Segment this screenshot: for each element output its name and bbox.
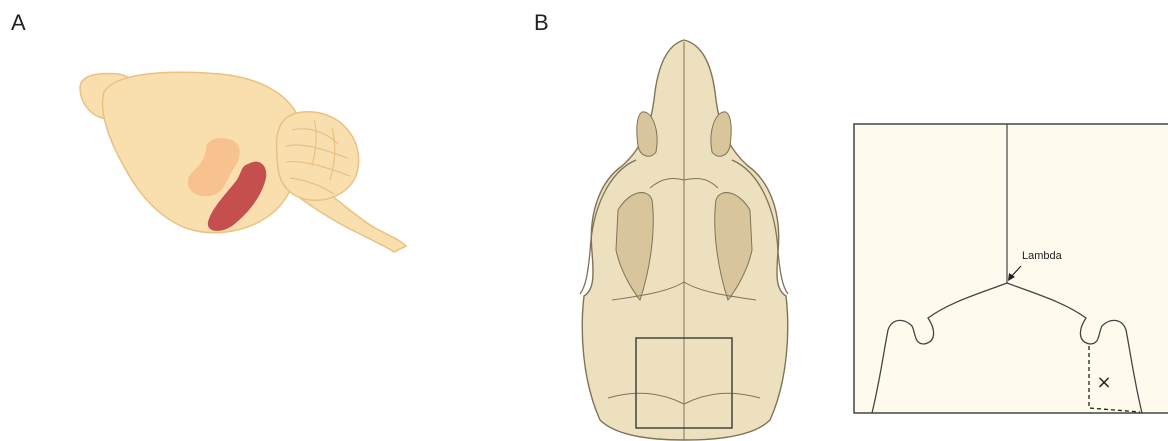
skull-outline: [582, 40, 787, 440]
lambda-label: Lambda: [1022, 250, 1063, 262]
cerebral-cortex: [103, 72, 302, 232]
inset-detail: × Lambda: [854, 124, 1168, 413]
inset-frame: [854, 124, 1168, 413]
inset-marker: ×: [1096, 372, 1111, 393]
skull-illustration: [580, 40, 788, 440]
brain-illustration: [80, 72, 406, 252]
cerebellum: [276, 112, 358, 201]
